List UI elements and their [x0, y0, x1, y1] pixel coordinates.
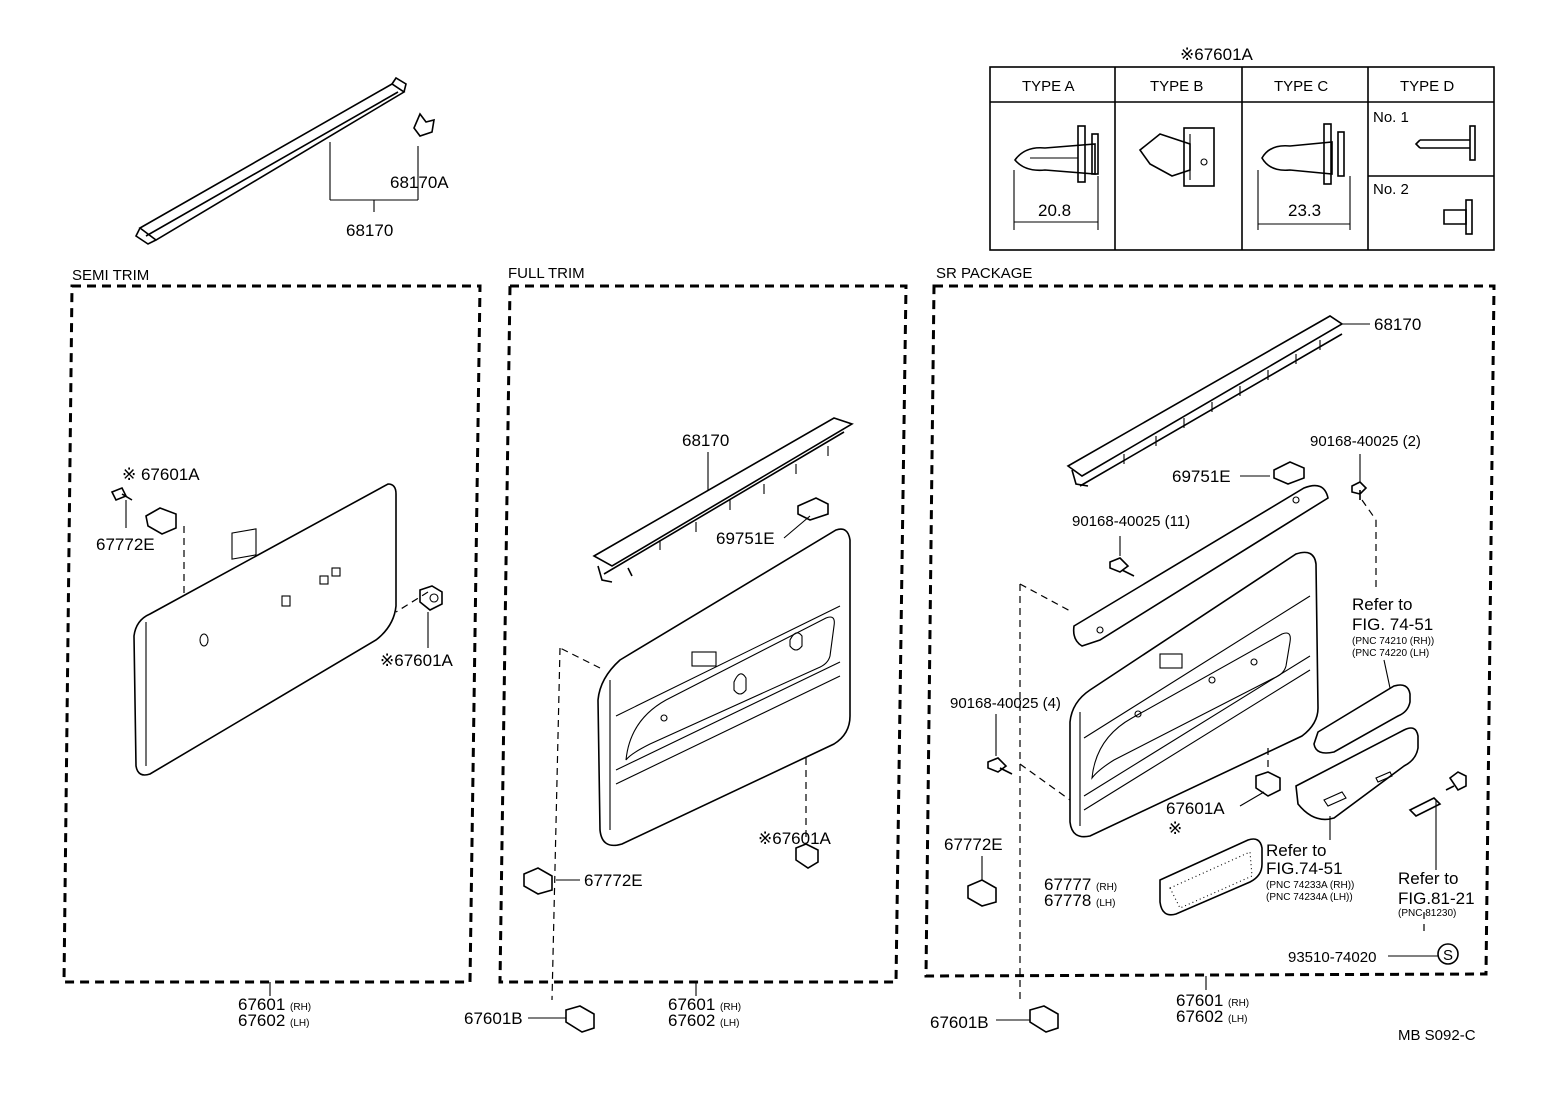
sr-93510-label: 93510-74020: [1288, 949, 1376, 966]
sr-courtesy-switch: [1408, 771, 1467, 817]
semi-clip-a-top-icon: [145, 507, 177, 535]
semi-clip-a-side-label: ※67601A: [380, 651, 454, 670]
sr-armrest-lower: [1295, 727, 1419, 821]
full-clip-a-label: ※67601A: [758, 829, 832, 848]
sr-refer1-line2: FIG. 74-51: [1352, 615, 1433, 634]
type-d-header: TYPE D: [1400, 78, 1454, 95]
semi-clip-a-side-icon: [419, 585, 443, 611]
sr-package-section: SR PACKAGE: [924, 265, 1496, 1033]
type-b-header: TYPE B: [1150, 78, 1203, 95]
part-68170a-label: 68170A: [390, 173, 449, 192]
sr-refer2-line4: (PNC 74234A (LH)): [1266, 892, 1353, 903]
sr-weatherstrip: [1066, 315, 1344, 487]
type-d-no2-pin-icon: [1443, 199, 1473, 235]
sr-s-mark-icon: S: [1437, 943, 1459, 965]
type-c-dimension: 23.3: [1288, 201, 1321, 220]
sr-67601b-label: 67601B: [930, 1013, 989, 1032]
semi-67772e-label: 67772E: [96, 535, 155, 554]
sr-screw-4-label: 90168-40025 (4): [950, 695, 1061, 712]
semi-clip-a-top-label: ※ 67601A: [122, 465, 200, 484]
full-67772e-clip-icon: [523, 867, 553, 895]
full-67772e-label: 67772E: [584, 871, 643, 890]
retainer-clip-68170a-icon: [413, 112, 435, 137]
full-67601b-label: 67601B: [464, 1009, 523, 1028]
sr-upper-garnish: [1072, 484, 1329, 647]
full-weatherstrip: [592, 417, 854, 583]
sr-67601b-clip-icon: [1029, 1005, 1059, 1033]
semi-bottom-rh-label: 67601 (RH): [238, 995, 311, 1014]
sr-screw-11-icon: [1109, 557, 1135, 577]
sr-68170-label: 68170: [1374, 315, 1421, 334]
sr-screw-2-label: 90168-40025 (2): [1310, 433, 1421, 450]
type-b-clip-icon: [1138, 127, 1215, 187]
full-trim-section: FULL TRIM: [464, 265, 908, 1033]
sr-67777-label: 67777 (RH): [1044, 875, 1117, 894]
full-68170-label: 68170: [682, 431, 729, 450]
sr-screw-11-label: 90168-40025 (11): [1072, 513, 1190, 530]
type-d-no1-label: No. 1: [1373, 109, 1409, 126]
type-d-no2-label: No. 2: [1373, 181, 1409, 198]
sr-refer2-line1: Refer to: [1266, 841, 1326, 860]
sr-refer3-line3: (PNC 81230): [1398, 908, 1456, 919]
full-67601b-clip-icon: [565, 1005, 595, 1033]
type-c-clip-icon: 23.3: [1257, 123, 1351, 230]
table-asterisk-ref: ※67601A: [1180, 45, 1254, 64]
sr-67772e-clip-icon: [967, 879, 997, 907]
sr-67772e-label: 67772E: [944, 835, 1003, 854]
semi-trim-door-panel: [133, 483, 397, 776]
sr-clip-a-label: 67601A: [1166, 799, 1225, 818]
full-clip-a-icon: [795, 843, 819, 869]
sr-bottom-rh-label: 67601 (RH): [1176, 991, 1249, 1010]
type-a-clip-icon: 20.8: [1013, 125, 1099, 230]
sr-clip-a-mark: ※: [1168, 819, 1182, 838]
full-bottom-rh-label: 67601 (RH): [668, 995, 741, 1014]
full-trim-title: FULL TRIM: [508, 265, 585, 282]
figure-code: MB S092-C: [1398, 1027, 1476, 1044]
part-68170-top-label: 68170: [346, 221, 393, 240]
sr-s-mark-label: S: [1443, 947, 1453, 964]
sr-refer1-line1: Refer to: [1352, 595, 1412, 614]
sr-screw-4-icon: [987, 757, 1013, 775]
full-clip-69751e-icon: [797, 497, 829, 521]
sr-refer3-line2: FIG.81-21: [1398, 889, 1475, 908]
sr-screw-2-icon: [1351, 481, 1368, 500]
sr-69751e-label: 69751E: [1172, 467, 1231, 486]
sr-refer1-line3: (PNC 74210 (RH)): [1352, 636, 1434, 647]
type-a-header: TYPE A: [1022, 78, 1075, 95]
sr-refer2-line3: (PNC 74233A (RH)): [1266, 880, 1354, 891]
sr-door-panel: [1069, 551, 1319, 838]
sr-clip-69751e-icon: [1273, 461, 1305, 485]
semi-trim-section: SEMI TRIM ※ 67601A 67772E ※67601A: [62, 267, 482, 1030]
sr-package-title: SR PACKAGE: [936, 265, 1032, 282]
sr-67778-label: 67778 (LH): [1044, 891, 1115, 910]
sr-pull-handle: [1159, 838, 1263, 916]
clip-type-table: ※67601A TYPE A TYPE B TYPE C TYPE D 20.8: [989, 45, 1495, 251]
sr-refer3-line1: Refer to: [1398, 869, 1458, 888]
type-c-header: TYPE C: [1274, 78, 1328, 95]
full-bottom-lh-label: 67602 (LH): [668, 1011, 739, 1030]
semi-bottom-lh-label: 67602 (LH): [238, 1011, 309, 1030]
sr-refer2-line2: FIG.74-51: [1266, 859, 1343, 878]
sr-armrest-upper: [1313, 684, 1411, 754]
type-a-dimension: 20.8: [1038, 201, 1071, 220]
sr-refer1-line4: (PNC 74220 (LH): [1352, 648, 1429, 659]
full-trim-door-panel: [597, 528, 851, 847]
semi-trim-title: SEMI TRIM: [72, 267, 149, 284]
top-weatherstrip: 68170A 68170: [134, 76, 449, 245]
semi-screw-icon: [110, 486, 133, 502]
full-69751e-label: 69751E: [716, 529, 775, 548]
sr-clip-a-icon: [1255, 771, 1281, 797]
sr-bottom-lh-label: 67602 (LH): [1176, 1007, 1247, 1026]
type-d-no1-pin-icon: [1414, 125, 1476, 161]
